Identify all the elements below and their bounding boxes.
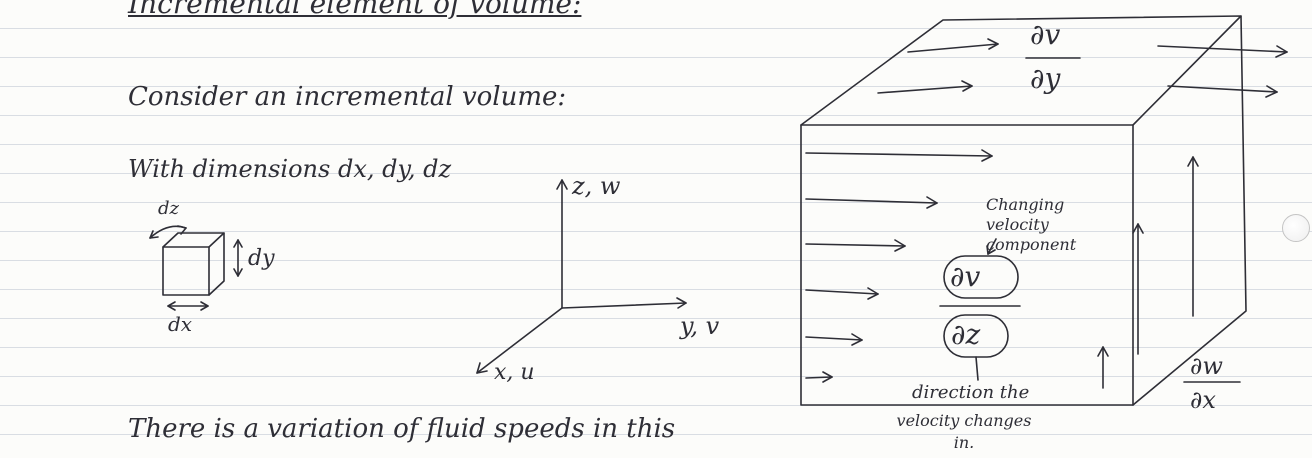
front-arrow-3 bbox=[805, 243, 906, 247]
direction-note: direction the bbox=[912, 382, 1030, 403]
small-cube-top-face bbox=[162, 232, 225, 248]
direction-pointer bbox=[975, 356, 979, 381]
front-arrow-5 bbox=[805, 336, 863, 341]
note-line-1: Consider an incremental volume: bbox=[128, 82, 567, 112]
front-arrow-2 bbox=[805, 198, 938, 204]
velocity-changes-note: velocity changes in. bbox=[896, 411, 1032, 452]
top-arrow-4 bbox=[1167, 85, 1278, 93]
x-axis-label: x, u bbox=[494, 360, 535, 385]
dv-dz-denominator: ∂z bbox=[951, 318, 981, 351]
y-axis-label: y, v bbox=[680, 312, 720, 340]
large-cube-top-face bbox=[800, 15, 1242, 126]
y-axis bbox=[561, 302, 687, 309]
small-cube-dz-label: dz bbox=[158, 198, 180, 219]
small-cube-dy-label: dy bbox=[248, 246, 275, 271]
binder-hole bbox=[1282, 214, 1310, 242]
top-arrow-3 bbox=[1157, 45, 1288, 53]
front-arrow-4 bbox=[805, 289, 879, 295]
note-line-2: With dimensions dx, dy, dz bbox=[128, 155, 452, 183]
changing-pointer bbox=[987, 238, 997, 255]
note-bottom-line: There is a variation of fluid speeds in … bbox=[128, 414, 676, 444]
small-cube-dx-label: dx bbox=[168, 312, 193, 336]
changing-velocity-note: Changing velocity component bbox=[986, 195, 1077, 254]
large-cube-side-face bbox=[1132, 15, 1247, 406]
top-arrow-2 bbox=[877, 85, 973, 94]
front-arrow-1 bbox=[805, 152, 993, 157]
dw-dx-denominator: ∂x bbox=[1190, 386, 1216, 414]
top-arrow-1 bbox=[907, 43, 999, 53]
dw-dx-numerator: ∂w bbox=[1190, 352, 1223, 380]
small-cube-side-face bbox=[208, 232, 225, 296]
dv-dz-numerator: ∂v bbox=[950, 260, 981, 293]
dv-dy-denominator: ∂y bbox=[1030, 62, 1061, 95]
dv-circle bbox=[943, 255, 1019, 299]
z-axis-label: z, w bbox=[572, 172, 621, 200]
dv-dy-numerator: ∂v bbox=[1030, 18, 1061, 51]
heading-text: Incremental element of volume: bbox=[128, 0, 582, 20]
large-cube-front-face bbox=[800, 124, 1134, 406]
x-axis bbox=[476, 307, 563, 374]
front-arrow-6 bbox=[805, 376, 833, 379]
small-cube-front-face bbox=[162, 246, 210, 296]
